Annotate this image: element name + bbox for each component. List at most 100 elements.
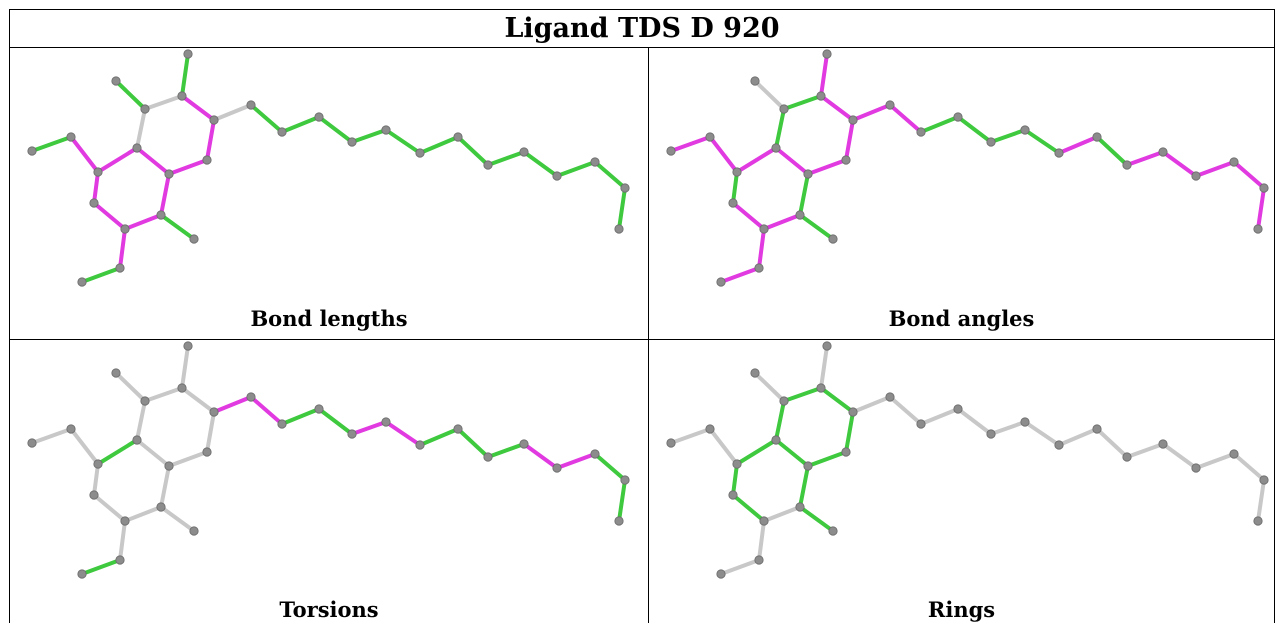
title-divider	[9, 47, 1275, 48]
atom	[716, 569, 726, 579]
atom	[93, 459, 103, 469]
panel-torsions: Torsions	[10, 340, 648, 623]
atom	[77, 277, 87, 287]
bond	[774, 146, 810, 176]
atom	[66, 424, 76, 434]
atom	[705, 132, 715, 142]
bond	[731, 493, 766, 523]
atom	[453, 132, 463, 142]
atom	[66, 132, 76, 142]
molecule-torsions	[27, 341, 630, 579]
atom	[1229, 449, 1239, 459]
bond	[888, 395, 923, 426]
bond	[1095, 135, 1129, 167]
bond	[456, 427, 490, 459]
panel-caption: Bond angles	[888, 306, 1035, 331]
bond	[384, 420, 422, 447]
atom	[27, 146, 37, 156]
molecule-bond-angles	[666, 49, 1269, 287]
atom	[705, 424, 715, 434]
atom	[728, 198, 738, 208]
atom	[614, 516, 624, 526]
atom	[803, 461, 813, 471]
atom	[590, 449, 600, 459]
bond	[806, 158, 848, 176]
bond	[159, 213, 196, 241]
bond	[118, 519, 127, 562]
bond	[92, 170, 100, 205]
bond	[731, 201, 766, 231]
bond	[180, 94, 216, 122]
atom	[716, 277, 726, 287]
bond	[798, 505, 835, 533]
bond	[522, 442, 559, 470]
atom	[1020, 417, 1030, 427]
bond	[555, 452, 597, 470]
atom	[732, 459, 742, 469]
atom	[277, 127, 287, 137]
column-divider	[648, 47, 649, 623]
atom	[156, 502, 166, 512]
atom	[1191, 463, 1201, 473]
atom	[519, 439, 529, 449]
bond	[350, 420, 388, 436]
bond	[774, 438, 810, 468]
bond	[135, 438, 171, 468]
bond	[143, 94, 184, 111]
atom	[140, 104, 150, 114]
atom	[120, 224, 130, 234]
atom	[916, 419, 926, 429]
atom	[183, 49, 193, 59]
bond	[1232, 452, 1266, 482]
bond	[135, 146, 171, 176]
bond	[30, 135, 73, 153]
bond	[143, 386, 184, 403]
atom	[381, 125, 391, 135]
atom	[1253, 516, 1263, 526]
bond	[1161, 150, 1198, 178]
atom	[885, 100, 895, 110]
atom	[183, 341, 193, 351]
bond	[757, 519, 766, 562]
bond	[956, 407, 993, 436]
atom	[986, 429, 996, 439]
atom	[1020, 125, 1030, 135]
bond	[30, 427, 73, 445]
bond	[851, 103, 892, 122]
atom	[164, 461, 174, 471]
atom	[1253, 224, 1263, 234]
panel-caption: Torsions	[279, 597, 379, 622]
bond	[1161, 442, 1198, 470]
atom	[614, 224, 624, 234]
atom	[822, 49, 832, 59]
bond	[159, 464, 171, 509]
bond	[1023, 420, 1061, 447]
border-top	[9, 9, 1275, 10]
bond	[888, 103, 923, 134]
atom	[1191, 171, 1201, 181]
atom	[177, 91, 187, 101]
atom	[816, 91, 826, 101]
bond	[92, 493, 127, 523]
bond	[114, 79, 147, 111]
atom	[1054, 440, 1064, 450]
bond	[1125, 150, 1165, 167]
bond	[708, 135, 739, 174]
atom	[1259, 475, 1269, 485]
bond	[669, 427, 712, 445]
atom	[132, 143, 142, 153]
bond	[180, 344, 190, 390]
atom	[754, 263, 764, 273]
panel-caption: Rings	[927, 597, 996, 622]
bond	[844, 118, 855, 162]
bond	[774, 107, 786, 150]
bond	[719, 558, 761, 576]
bond	[844, 410, 855, 454]
atom	[347, 429, 357, 439]
atom	[115, 263, 125, 273]
atom	[759, 224, 769, 234]
bond	[593, 160, 627, 190]
bond	[753, 371, 786, 403]
atom	[483, 160, 493, 170]
atom	[828, 234, 838, 244]
